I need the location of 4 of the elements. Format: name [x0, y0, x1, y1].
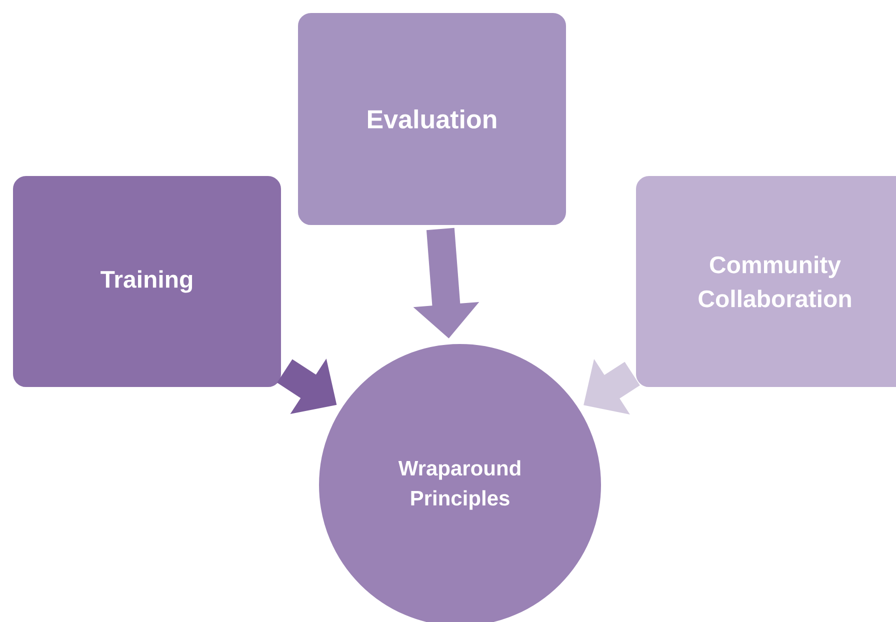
rounded-box: Community Collaboration — [634, 174, 896, 389]
rounded-box: Evaluation — [296, 11, 568, 227]
circle-node: Wraparound Principles — [317, 342, 603, 622]
rounded-box: Training — [11, 174, 283, 389]
